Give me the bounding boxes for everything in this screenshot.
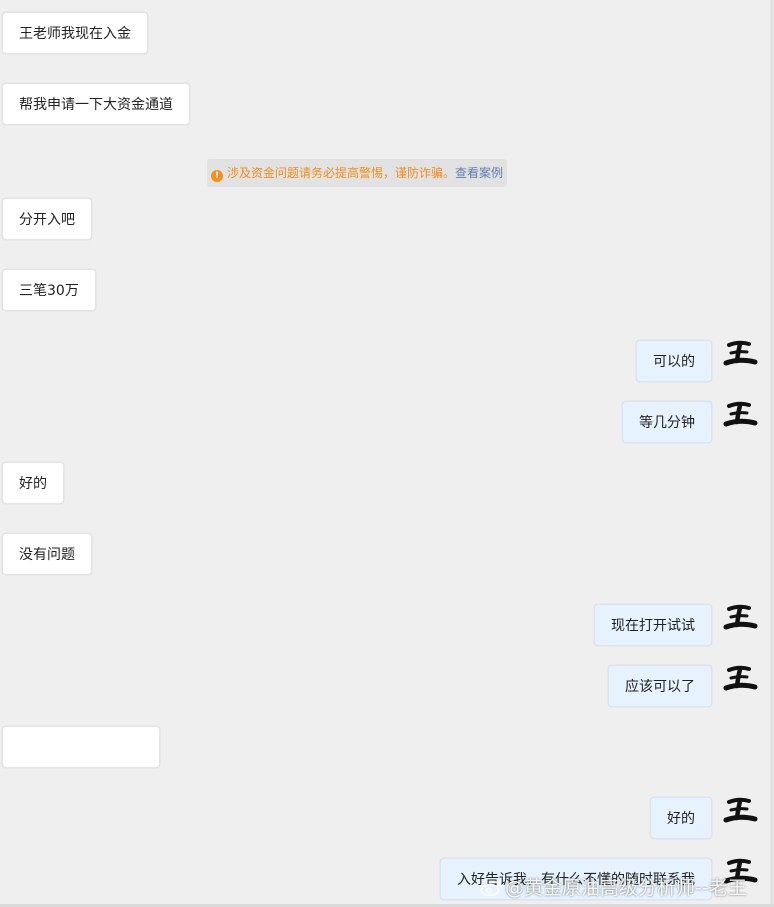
message-bubble-right[interactable]: 应该可以了	[608, 665, 712, 707]
calligraphy-wang-avatar-icon	[723, 797, 758, 823]
avatar[interactable]	[722, 600, 758, 636]
message-bubble-left[interactable]: 三笔30万	[2, 269, 96, 311]
message-text: 等几分钟	[639, 415, 695, 431]
message-bubble-right[interactable]: 可以的	[636, 340, 712, 382]
calligraphy-wang-avatar-icon	[723, 401, 758, 427]
message-bubble-right[interactable]: 等几分钟	[622, 401, 712, 443]
message-bubble-left[interactable]: 分开入吧	[2, 198, 92, 240]
message-text: 王老师我现在入金	[19, 26, 131, 42]
divider	[0, 904, 774, 907]
view-cases-link[interactable]: 查看案例	[455, 166, 504, 180]
message-text: 可以的	[653, 354, 695, 370]
fraud-warning-notice: ! 涉及资金问题请务必提高警惕，谨防诈骗。查看案例	[207, 159, 508, 187]
message-bubble-right[interactable]: 好的	[650, 797, 712, 839]
message-bubble-left[interactable]: 没有问题	[2, 533, 92, 575]
avatar[interactable]	[722, 854, 758, 890]
weibo-icon	[480, 881, 502, 896]
calligraphy-wang-avatar-icon	[723, 665, 758, 691]
avatar[interactable]	[722, 397, 758, 433]
message-text: 三笔30万	[19, 283, 79, 299]
message-bubble-right[interactable]: 入好告诉我，有什么不懂的随时联系我	[440, 858, 712, 900]
calligraphy-wang-avatar-icon	[723, 604, 758, 630]
message-bubble-left[interactable]: 好的	[2, 462, 64, 504]
avatar[interactable]	[722, 336, 758, 372]
message-text: 分开入吧	[19, 212, 75, 228]
notice-text: 涉及资金问题请务必提高警惕，谨防诈骗。	[227, 166, 456, 180]
calligraphy-wang-avatar-icon	[723, 858, 758, 884]
message-text: 现在打开试试	[611, 618, 695, 634]
weibo-watermark: @黄金原油高级分析师--老王	[480, 873, 747, 903]
message-bubble-right[interactable]: 现在打开试试	[594, 604, 712, 646]
avatar[interactable]	[722, 661, 758, 697]
watermark-text: @黄金原油高级分析师--老王	[505, 877, 747, 899]
avatar[interactable]	[722, 793, 758, 829]
message-text: 应该可以了	[625, 679, 695, 695]
message-bubble-left[interactable]: 王老师我现在入金	[2, 12, 148, 54]
scrollbar[interactable]	[770, 0, 774, 907]
message-text: 好的	[667, 811, 695, 827]
message-bubble-left[interactable]: 帮我申请一下大资金通道	[2, 83, 190, 125]
info-icon: !	[211, 170, 223, 182]
message-text: 没有问题	[19, 547, 75, 563]
message-text: 帮我申请一下大资金通道	[19, 97, 173, 113]
message-text: 好的	[19, 476, 47, 492]
calligraphy-wang-avatar-icon	[723, 340, 758, 366]
message-text: 入好告诉我，有什么不懂的随时联系我	[457, 872, 695, 888]
message-bubble-left[interactable]	[2, 726, 160, 768]
